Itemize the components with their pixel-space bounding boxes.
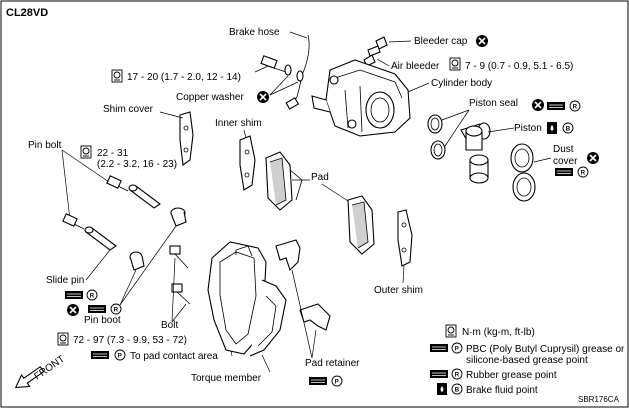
pad-contact-label: To pad contact area	[130, 351, 218, 362]
grease-icon	[90, 350, 110, 360]
brake-fluid-b-icon: B	[566, 126, 571, 132]
legend-fluid-b-icon: B	[455, 387, 460, 393]
model-label: CL28VD	[6, 7, 48, 19]
pin-bolt-torque-2: (2.2 - 3.2, 16 - 23)	[97, 159, 177, 170]
bolt-label: Bolt	[161, 320, 178, 331]
brake-fluid-icon	[547, 122, 557, 134]
hose-torque-icon	[111, 69, 123, 83]
piston-seal-label: Piston seal	[469, 98, 518, 109]
grease-icon	[87, 304, 107, 314]
cylinder-body-part	[311, 59, 411, 137]
bolt-torque-icon	[57, 332, 69, 346]
torque-member-label: Torque member	[191, 373, 262, 384]
replace-x-icon	[256, 90, 270, 104]
pad-label: Pad	[311, 172, 329, 183]
hose-fitting-part	[285, 97, 300, 110]
shim-cover-label: Shim cover	[103, 104, 154, 115]
pin-boot-part	[170, 207, 187, 227]
cylinder-body-label: Cylinder body	[431, 78, 492, 89]
dust-cover-label-1: Dust	[553, 144, 574, 155]
bleeder-torque-icon	[449, 57, 461, 71]
legend-torque-icon	[445, 324, 457, 338]
outer-shim-label: Outer shim	[374, 285, 423, 296]
hose-torque-value: 17 - 20 (1.7 - 2.0, 12 - 14)	[127, 72, 241, 83]
legend-rubber-icon: R	[455, 372, 460, 378]
slide-pin-part	[128, 184, 161, 209]
inner-shim-label: Inner shim	[215, 118, 262, 129]
slide-pin-label: Slide pin	[46, 275, 84, 286]
pad-retainer-part-2	[299, 303, 331, 331]
slide-pin-part-2	[84, 226, 117, 251]
torque-member-part	[207, 241, 287, 357]
grease-icon	[546, 101, 566, 111]
shim-cover-part	[179, 111, 194, 166]
pbc-grease-icon: P	[118, 353, 122, 359]
pin-bolt-part	[106, 175, 129, 192]
grease-icon	[554, 167, 574, 177]
air-bleeder-part	[363, 45, 381, 67]
inner-pad-part	[265, 151, 303, 211]
legend-pbc-1: PBC (Poly Butyl Cuprysil) grease or	[466, 344, 625, 355]
piston-seal-part	[427, 114, 443, 134]
brake-hose-part	[296, 34, 310, 98]
hose-bolt-part	[260, 55, 287, 73]
dust-cover-label-2: cover	[553, 156, 578, 167]
grease-icon	[64, 290, 84, 300]
legend-grease-icon	[429, 343, 449, 353]
copper-washer-part-2	[296, 70, 304, 82]
bleeder-cap-label: Bleeder cap	[414, 36, 468, 47]
brake-hose-label: Brake hose	[229, 27, 280, 38]
replace-x-icon	[586, 151, 600, 165]
pin-bolt-label: Pin bolt	[28, 140, 62, 151]
pin-bolt-torque-1: 22 - 31	[97, 148, 129, 159]
outer-shim-part	[397, 209, 413, 267]
pin-bolt-part-2	[62, 213, 85, 230]
dust-cover-part	[510, 143, 536, 202]
air-bleeder-label: Air bleeder	[391, 61, 440, 72]
replace-x-icon	[66, 303, 80, 317]
replace-x-icon	[531, 98, 545, 112]
pad-retainer-part	[275, 239, 301, 272]
legend-pbc-2: silicone-based grease point	[466, 355, 588, 366]
legend: N·m (kg-m, ft-lb) P PBC (Poly Butyl Cupr…	[429, 324, 625, 396]
copper-washer-label: Copper washer	[176, 92, 244, 103]
legend-fluid: Brake fluid point	[466, 385, 538, 396]
pin-boot-label: Pin boot	[84, 315, 121, 326]
legend-rubber: Rubber grease point	[466, 370, 557, 381]
air-bleeder-torque-value: 7 - 9 (0.7 - 0.9, 5.1 - 6.5)	[465, 61, 573, 72]
piston-part	[460, 122, 491, 151]
mount-bolt-part-2	[171, 283, 191, 305]
piston-part-2	[469, 154, 489, 184]
pad-retainer-label: Pad retainer	[305, 358, 360, 369]
legend-pbc-icon: P	[455, 346, 459, 352]
inner-shim-part	[239, 135, 256, 191]
piston-seal-part-2	[430, 140, 446, 160]
pin-bolt-torque-icon	[80, 145, 92, 159]
rubber-grease-icon: R	[90, 293, 95, 299]
pbc-grease-icon: P	[335, 379, 339, 385]
outer-pad-part	[347, 195, 375, 255]
legend-torque-units: N·m (kg-m, ft-lb)	[462, 327, 535, 338]
replace-x-icon	[475, 34, 489, 48]
pin-boot-part-2	[129, 251, 145, 271]
legend-fluid-icon	[437, 383, 447, 395]
legend-grease-icon-2	[429, 369, 449, 379]
bolt-torque-value: 72 - 97 (7.3 - 9.9, 53 - 72)	[73, 335, 187, 346]
rubber-grease-icon: R	[114, 307, 119, 313]
copper-washer-part	[284, 64, 292, 76]
front-arrow-icon	[14, 365, 45, 389]
grease-icon	[308, 376, 328, 386]
piston-label: Piston	[514, 123, 542, 134]
mount-bolt-part	[169, 245, 189, 269]
rubber-grease-icon: R	[581, 170, 586, 176]
rubber-grease-icon: R	[573, 104, 578, 110]
reference-code: SBR176CA	[578, 395, 620, 404]
